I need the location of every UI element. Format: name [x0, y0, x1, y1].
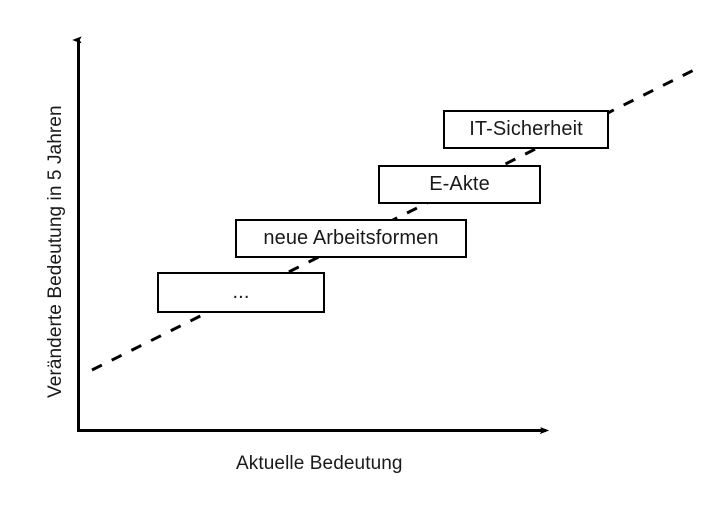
item-box-e-akte[interactable]: E-Akte: [378, 165, 541, 204]
item-box-neue-arbeitsformen[interactable]: neue Arbeitsformen: [235, 219, 467, 258]
item-box-ellipsis[interactable]: ...: [157, 272, 325, 313]
x-axis-label: Aktuelle Bedeutung: [236, 453, 403, 474]
item-box-label: E-Akte: [429, 173, 490, 195]
item-box-it-sicherheit[interactable]: IT-Sicherheit: [443, 110, 609, 149]
item-box-label: neue Arbeitsformen: [263, 227, 439, 249]
item-box-label: ...: [232, 281, 250, 303]
y-axis-label: Veränderte Bedeutung in 5 Jahren: [45, 105, 66, 398]
trendline-dashed: [91, 65, 701, 372]
item-box-label: IT-Sicherheit: [469, 118, 583, 140]
